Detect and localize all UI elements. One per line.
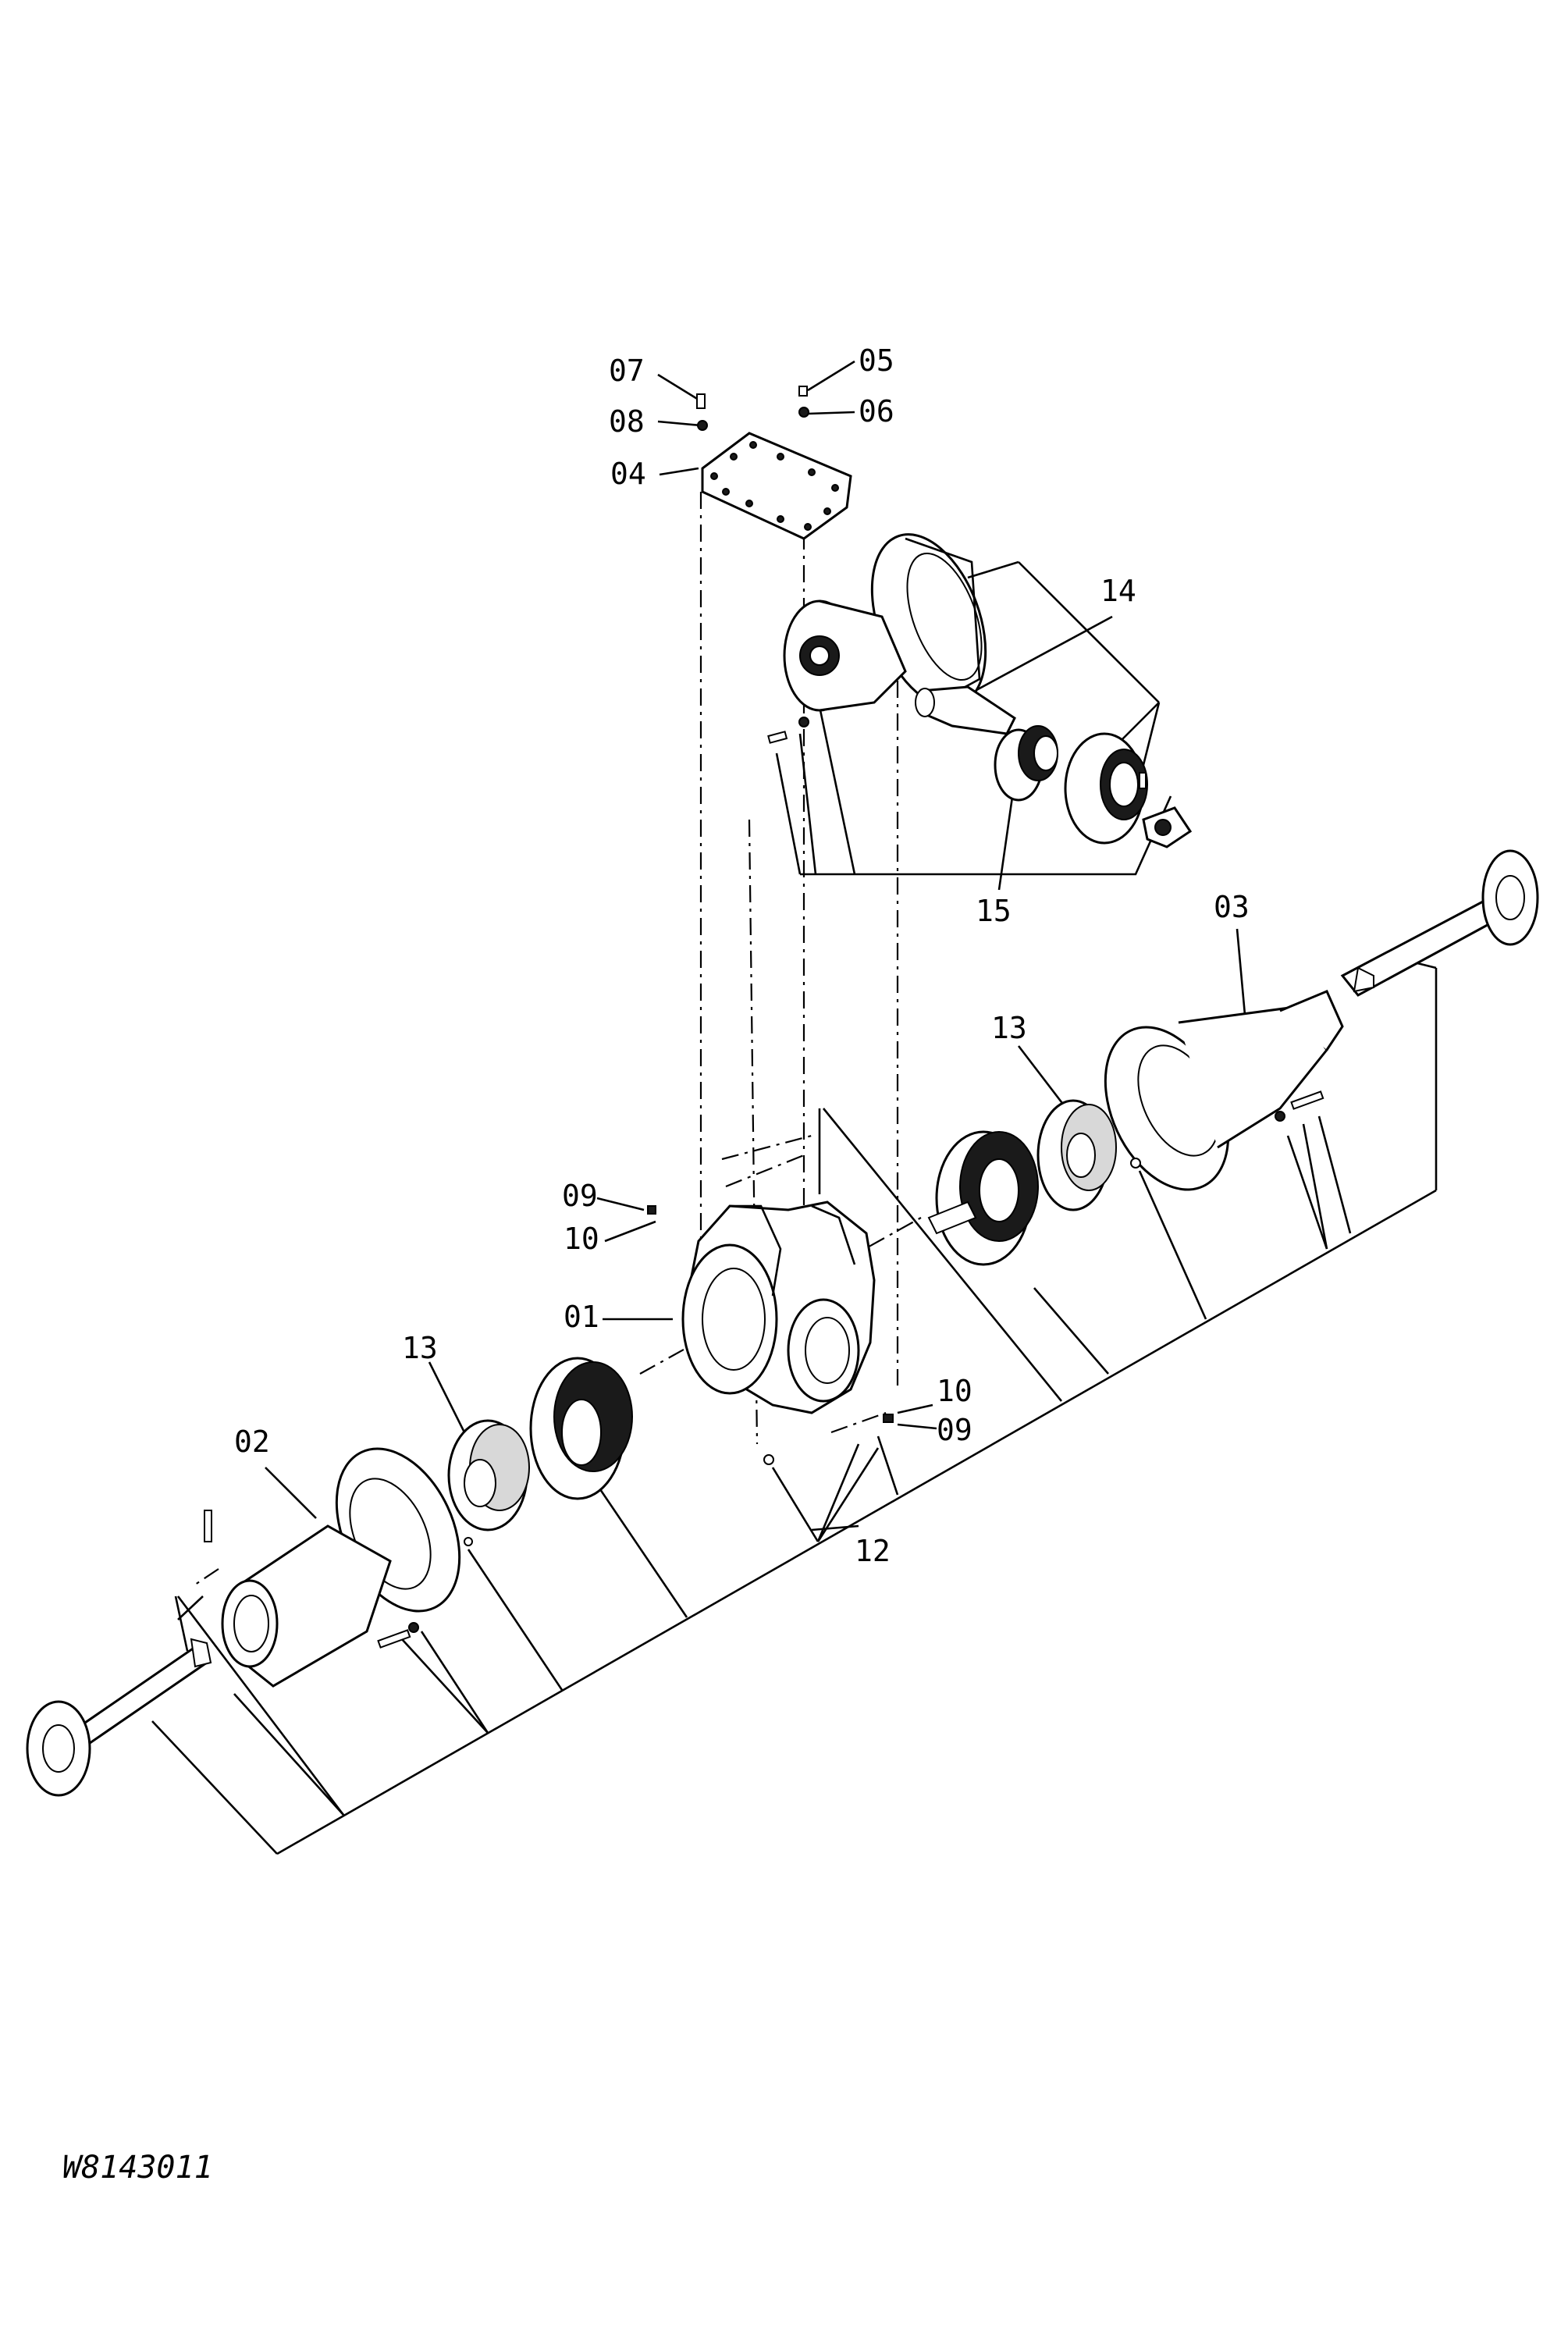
diff-carrier [783,599,907,712]
callout-09-upper: 09 [562,1179,598,1213]
left-axle-shaft [26,1638,212,1797]
planetary-carrier-left [447,1419,530,1531]
planetary-carrier-right [1036,1099,1117,1211]
right-bolts [1130,1090,1324,1169]
pinion-shaft [915,685,1016,735]
left-axle-housing [221,1447,461,1688]
callout-13-right: 13 [991,1011,1027,1045]
callout-12: 12 [855,1534,891,1568]
center-housing [681,1201,876,1414]
cover-plate [701,432,852,540]
callout-06: 06 [859,394,894,429]
right-axle-housing [1104,990,1344,1191]
pinion-gear [994,725,1058,802]
yoke [1142,806,1193,848]
callout-13-left: 13 [402,1331,438,1365]
brake-pack-right [927,1130,1039,1266]
housing-fittings [647,1108,894,1465]
callout-labels: 07 08 04 05 06 14 15 03 13 09 10 01 13 0… [62,343,1250,2186]
cover-screws [696,386,809,431]
drawing-id: W8143011 [62,2150,213,2186]
callout-07: 07 [609,354,645,388]
callout-15: 15 [976,894,1012,928]
callout-14: 14 [1100,574,1136,608]
callout-08: 08 [609,404,645,439]
right-axle-shaft [1340,849,1539,997]
callout-09-lower: 09 [937,1413,972,1447]
top-bolts [767,717,1147,789]
callout-05: 05 [859,343,894,378]
pinion-housing [1064,732,1148,845]
callout-04: 04 [610,457,646,491]
callout-02: 02 [234,1425,270,1459]
brake-pack-left [529,1357,633,1500]
callout-01: 01 [564,1300,599,1334]
left-bolts [204,1510,473,1649]
callout-10-upper: 10 [564,1222,599,1256]
callout-10-lower: 10 [937,1374,972,1408]
callout-03: 03 [1214,890,1250,924]
